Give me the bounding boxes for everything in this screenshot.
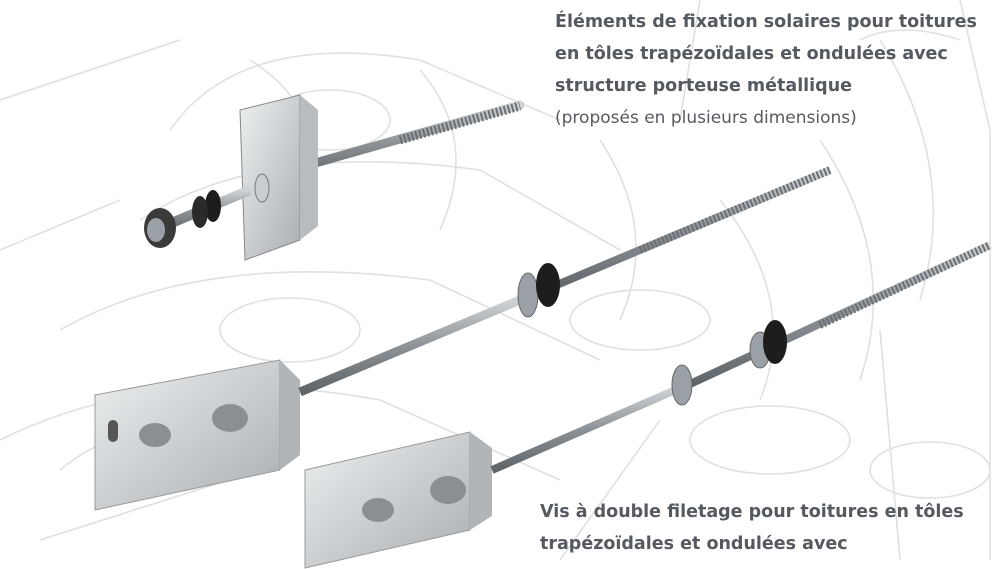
double-thread-screw-bottom [304, 241, 992, 569]
bottom-caption: Vis à double filetage pour toitures en t… [540, 502, 964, 554]
top-caption-title: Éléments de fixation solaires pour toitu… [555, 12, 977, 96]
top-caption-subtitle: (proposés en plusieurs dimensions) [555, 108, 857, 128]
double-thread-screw-middle [94, 166, 832, 511]
top-caption: Éléments de fixation solaires pour toitu… [555, 6, 995, 134]
hanger-bolt-top [144, 94, 525, 261]
